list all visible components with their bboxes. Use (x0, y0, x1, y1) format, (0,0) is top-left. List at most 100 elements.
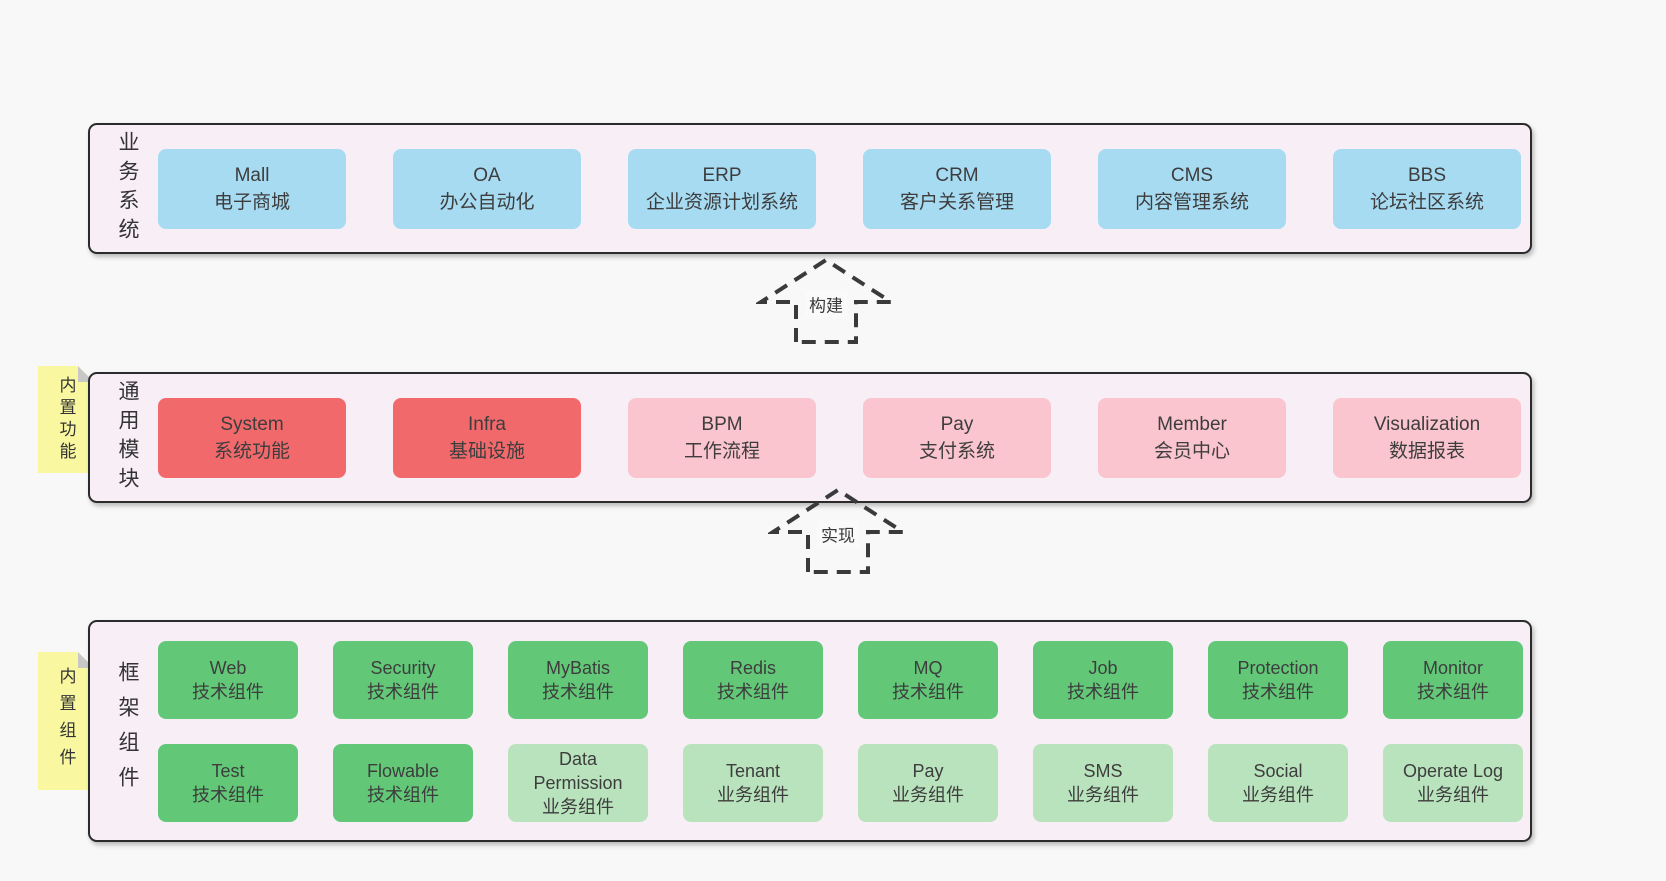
node-subtitle: 技术组件 (717, 681, 789, 702)
node-crm: CRM 客户关系管理 (863, 148, 1051, 229)
node-subtitle: 业务组件 (717, 784, 789, 805)
node-title: Pay (940, 413, 974, 435)
node-bbs: BBS 论坛社区系统 (1333, 148, 1521, 229)
node-subtitle: 基础设施 (448, 440, 525, 462)
node-title: CRM (935, 164, 979, 186)
node-title: Data Permission (533, 748, 623, 793)
node-subtitle: 客户关系管理 (899, 191, 1014, 213)
node-erp: ERP 企业资源计划系统 (628, 148, 816, 229)
node-title: Job (1088, 657, 1118, 678)
node-sms: SMS 业务组件 (1033, 743, 1173, 822)
build-arrow: 构建 (756, 256, 896, 344)
node-subtitle: 技术组件 (542, 681, 614, 702)
node-mq: MQ 技术组件 (858, 640, 998, 719)
band-common-modules: 通用模块 System 系统功能 Infra 基础设施 BPM 工作流程 Pay… (88, 372, 1532, 503)
node-data-permission: Data Permission 业务组件 (508, 743, 648, 822)
dashed-up-arrow-icon (756, 257, 896, 344)
node-subtitle: 技术组件 (367, 784, 439, 805)
implement-arrow: 实现 (768, 486, 908, 574)
sticky-label: 内置组件 (56, 667, 76, 775)
node-title: MQ (913, 657, 943, 678)
node-subtitle: 数据报表 (1388, 440, 1465, 462)
node-subtitle: 企业资源计划系统 (645, 191, 798, 213)
node-title: ERP (702, 164, 742, 186)
node-title: Flowable (366, 760, 440, 781)
node-subtitle: 支付系统 (918, 440, 995, 462)
node-title: Monitor (1422, 657, 1484, 678)
node-monitor: Monitor 技术组件 (1383, 640, 1523, 719)
node-title: Mall (234, 164, 270, 186)
node-subtitle: 技术组件 (192, 784, 264, 805)
node-title: BPM (701, 413, 743, 435)
node-title: System (220, 413, 284, 435)
node-title: Tenant (725, 760, 781, 781)
sticky-note-builtin-components: 内置组件 (38, 652, 94, 790)
node-title: Visualization (1373, 413, 1481, 435)
band-framework-components: 框架组件 Web 技术组件 Security 技术组件 MyBatis 技术组件… (88, 620, 1532, 842)
node-operate-log: Operate Log 业务组件 (1383, 743, 1523, 822)
framework-row-1: Web 技术组件 Security 技术组件 MyBatis 技术组件 Redi… (158, 640, 1523, 719)
node-subtitle: 内容管理系统 (1134, 191, 1249, 213)
node-subtitle: 论坛社区系统 (1369, 191, 1484, 213)
node-title: BBS (1407, 164, 1447, 186)
node-tenant: Tenant 业务组件 (683, 743, 823, 822)
node-subtitle: 业务组件 (1067, 784, 1139, 805)
node-flowable: Flowable 技术组件 (333, 743, 473, 822)
node-pay-business: Pay 业务组件 (858, 743, 998, 822)
sticky-label: 内置功能 (56, 375, 76, 464)
node-title: MyBatis (545, 657, 610, 678)
common-module-boxes: System 系统功能 Infra 基础设施 BPM 工作流程 Pay 支付系统… (158, 397, 1521, 478)
node-cms: CMS 内容管理系统 (1098, 148, 1286, 229)
node-title: Member (1157, 413, 1227, 435)
node-system: System 系统功能 (158, 397, 346, 478)
node-subtitle: 办公自动化 (439, 191, 535, 213)
node-web: Web 技术组件 (158, 640, 298, 719)
node-test: Test 技术组件 (158, 743, 298, 822)
node-bpm: BPM 工作流程 (628, 397, 816, 478)
node-title: Pay (912, 760, 944, 781)
node-subtitle: 业务组件 (1417, 784, 1489, 805)
node-title: Protection (1237, 657, 1319, 678)
node-subtitle: 技术组件 (367, 681, 439, 702)
node-visualization: Visualization 数据报表 (1333, 397, 1521, 478)
node-title: CMS (1170, 164, 1214, 186)
node-oa: OA 办公自动化 (393, 148, 581, 229)
node-title: Test (211, 760, 245, 781)
band-label-business-systems: 业务系统 (116, 130, 139, 247)
node-infra: Infra 基础设施 (393, 397, 581, 478)
node-member: Member 会员中心 (1098, 397, 1286, 478)
build-arrow-label: 构建 (805, 290, 847, 318)
node-protection: Protection 技术组件 (1208, 640, 1348, 719)
node-subtitle: 技术组件 (1417, 681, 1489, 702)
sticky-note-builtin-features: 内置功能 (38, 366, 94, 473)
node-title: Security (370, 657, 436, 678)
band-label-framework-components: 框架组件 (116, 661, 139, 801)
business-system-boxes: Mall 电子商城 OA 办公自动化 ERP 企业资源计划系统 CRM 客户关系… (158, 148, 1521, 229)
node-subtitle: 技术组件 (1242, 681, 1314, 702)
node-title: Web (209, 657, 247, 678)
node-subtitle: 工作流程 (683, 440, 760, 462)
node-subtitle: 业务组件 (542, 796, 614, 817)
node-title: Infra (467, 413, 507, 435)
node-redis: Redis 技术组件 (683, 640, 823, 719)
node-pay: Pay 支付系统 (863, 397, 1051, 478)
node-title: Operate Log (1402, 760, 1504, 781)
dashed-up-arrow-icon (768, 487, 908, 574)
node-subtitle: 业务组件 (1242, 784, 1314, 805)
framework-component-rows: Web 技术组件 Security 技术组件 MyBatis 技术组件 Redi… (158, 640, 1523, 822)
node-subtitle: 电子商城 (213, 191, 290, 213)
framework-row-2: Test 技术组件 Flowable 技术组件 Data Permission … (158, 743, 1523, 822)
implement-arrow-label: 实现 (817, 520, 859, 548)
node-subtitle: 系统功能 (213, 440, 290, 462)
node-title: OA (473, 164, 501, 186)
node-subtitle: 技术组件 (192, 681, 264, 702)
node-subtitle: 会员中心 (1153, 440, 1230, 462)
band-label-common-modules: 通用模块 (116, 379, 139, 496)
node-subtitle: 技术组件 (1067, 681, 1139, 702)
node-mybatis: MyBatis 技术组件 (508, 640, 648, 719)
node-job: Job 技术组件 (1033, 640, 1173, 719)
node-title: SMS (1083, 760, 1123, 781)
node-subtitle: 业务组件 (892, 784, 964, 805)
node-title: Redis (729, 657, 777, 678)
